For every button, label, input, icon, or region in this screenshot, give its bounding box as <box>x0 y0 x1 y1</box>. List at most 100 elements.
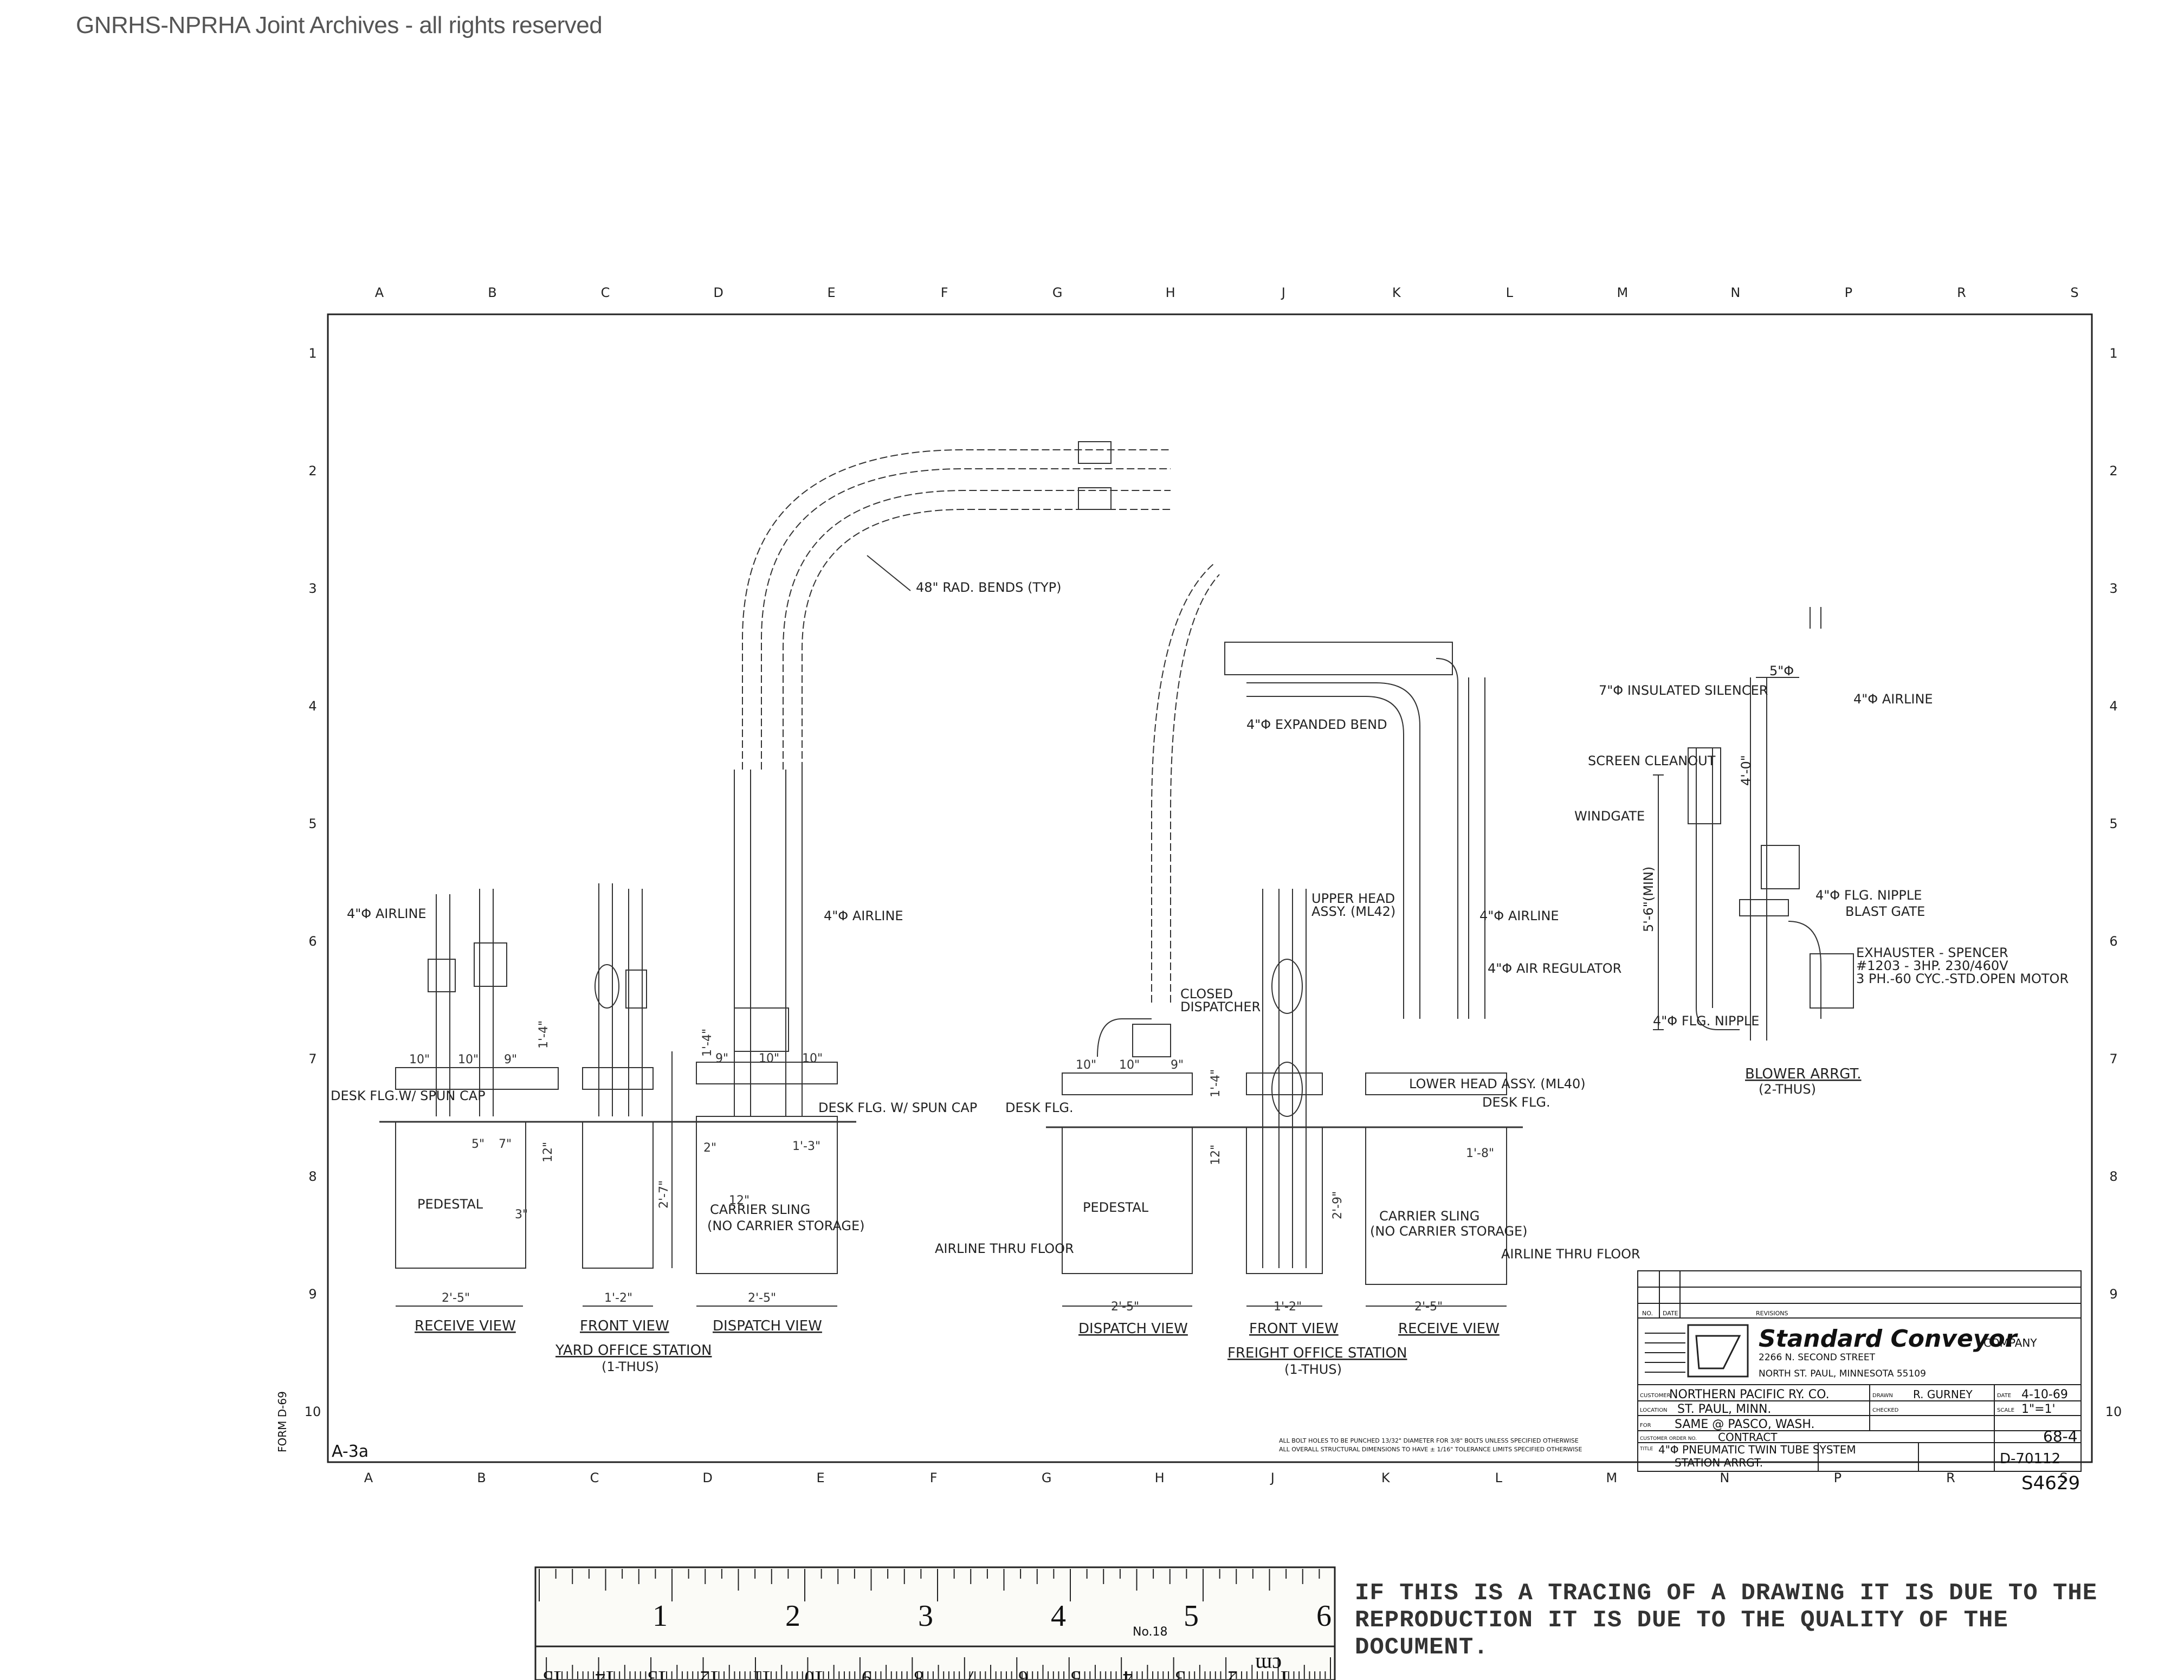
column-letter-bottom: G <box>1042 1470 1052 1485</box>
dim-text: 2'-9" <box>1331 1191 1345 1219</box>
ruler-cm-number: 15 <box>543 1667 563 1680</box>
row-number-left: 4 <box>308 699 316 714</box>
dim-text: 7" <box>499 1138 512 1151</box>
dim-text: 2'-5" <box>442 1291 470 1305</box>
column-letter-bottom: F <box>930 1470 938 1485</box>
ruler-cm-unit: cm <box>1255 1653 1282 1677</box>
dim-text: 1'-4" <box>1209 1069 1223 1097</box>
desk-flg-spun-cap-label: DESK FLG.W/ SPUN CAP <box>331 1088 486 1103</box>
checked-label: CHECKED <box>1872 1407 1899 1413</box>
airline-label-mid: 4"Φ AIRLINE <box>824 908 903 923</box>
dim-text: 10" <box>1119 1058 1140 1072</box>
column-letter-top: S <box>2070 285 2078 300</box>
column-letter-bottom: E <box>817 1470 825 1485</box>
ruler-cm-number: 2 <box>1227 1667 1237 1680</box>
column-letter-top: B <box>488 285 496 300</box>
bolt-note-1: ALL BOLT HOLES TO BE PUNCHED 13/32" DIAM… <box>1279 1437 1579 1444</box>
no-carrier-storage-label: (NO CARRIER STORAGE) <box>707 1218 865 1233</box>
dim-text: 10" <box>759 1052 779 1065</box>
date-label: DATE <box>1997 1393 2011 1399</box>
ruler-model: No.18 <box>1133 1625 1168 1639</box>
ruler-cm-number: 11 <box>753 1667 772 1680</box>
row-number-right: 2 <box>2109 463 2117 479</box>
row-number-left: 7 <box>308 1051 316 1067</box>
ruler-cm-number: 10 <box>804 1667 824 1680</box>
column-letter-top: E <box>828 285 836 300</box>
rev-header-no: NO. <box>1642 1310 1653 1317</box>
order-label: CUSTOMER ORDER NO. <box>1640 1436 1697 1442</box>
scale-value: 1"=1' <box>2021 1403 2056 1416</box>
company-name: Standard Conveyor <box>1759 1325 2018 1353</box>
column-letter-bottom: B <box>477 1470 486 1485</box>
dim-text: 10" <box>409 1053 430 1067</box>
customer-label: CUSTOMER <box>1640 1393 1671 1399</box>
exhauster-label-2: #1203 - 3HP. 230/460V <box>1856 958 2008 973</box>
airline-blower-label: 4"Φ AIRLINE <box>1853 692 1933 707</box>
row-number-left: 1 <box>308 346 316 361</box>
column-letter-top: K <box>1392 285 1401 300</box>
sheet-reference: A-3a <box>332 1442 369 1461</box>
row-number-left: 9 <box>308 1287 316 1302</box>
column-letter-bottom: S <box>2059 1470 2067 1485</box>
title-block-text: NO. DATE REVISIONS Standard Conveyor COM… <box>1639 1310 2078 1469</box>
dim-text: 12" <box>729 1194 749 1207</box>
sheet-frame <box>327 313 2093 1463</box>
row-number-right: 10 <box>2105 1404 2122 1419</box>
dispatch-view-caption-left: DISPATCH VIEW <box>713 1318 822 1334</box>
five-phi-label: 5"Φ <box>1769 663 1794 679</box>
front-view-caption-right: FRONT VIEW <box>1249 1321 1339 1337</box>
closed-dispatcher-label-2: DISPATCHER <box>1180 999 1261 1015</box>
carrier-sling-label-right: CARRIER SLING <box>1379 1209 1479 1224</box>
ruler-cm-number: 6 <box>1018 1667 1028 1680</box>
callouts: 48" RAD. BENDS (TYP) 4"Φ AIRLINE 4"Φ AIR… <box>331 580 2069 1262</box>
row-number-right: 1 <box>2109 346 2117 361</box>
blast-gate-label: BLAST GATE <box>1845 904 1925 919</box>
dim-text: 12" <box>1209 1145 1223 1165</box>
order-value: CONTRACT <box>1718 1431 1778 1444</box>
exhauster-label-3: 3 PH.-60 CYC.-STD.OPEN MOTOR <box>1856 971 2069 986</box>
blower-arrangement <box>1653 607 1854 1041</box>
drawing-number: D-70112 <box>2000 1451 2060 1467</box>
airline-label-left: 4"Φ AIRLINE <box>347 906 427 921</box>
dim-text: 9" <box>715 1052 728 1065</box>
air-regulator-label: 4"Φ AIR REGULATOR <box>1488 961 1621 976</box>
row-number-left: 6 <box>308 934 316 949</box>
ruler-inch-number: 6 <box>1316 1599 1332 1633</box>
column-letter-bottom: P <box>1834 1470 1841 1485</box>
column-letter-top: F <box>941 285 948 300</box>
bolt-note-2: ALL OVERALL STRUCTURAL DIMENSIONS TO HAV… <box>1279 1446 1582 1453</box>
date-value: 4-10-69 <box>2021 1388 2068 1401</box>
sheet-code: 68-4 <box>2043 1427 2078 1445</box>
row-number-right: 5 <box>2109 816 2117 831</box>
receive-view-caption-right: RECEIVE VIEW <box>1398 1321 1500 1337</box>
ruler-cm-number: 12 <box>700 1667 720 1680</box>
flg-nipple-top-label: 4"Φ FLG. NIPPLE <box>1815 888 1922 903</box>
min-dimension-label: 5'-6"(MIN) <box>1641 867 1656 932</box>
expanded-bend-label: 4"Φ EXPANDED BEND <box>1246 717 1387 732</box>
dim-text: 1'-2" <box>1274 1300 1302 1314</box>
yard-office-station-caption: YARD OFFICE STATION <box>555 1342 712 1359</box>
dim-text: 1'-3" <box>792 1140 820 1153</box>
column-letter-bottom: H <box>1155 1470 1165 1485</box>
freight-office-station-caption: FREIGHT OFFICE STATION <box>1227 1345 1407 1361</box>
upper-head-label: UPPER HEAD <box>1311 891 1395 906</box>
customer-value: NORTHERN PACIFIC RY. CO. <box>1669 1388 1830 1401</box>
form-number: FORM D-69 <box>276 1391 289 1452</box>
column-letter-bottom: N <box>1720 1470 1729 1485</box>
column-letter-top: A <box>375 285 384 300</box>
row-number-left: 3 <box>308 581 316 596</box>
title-block <box>1637 1270 2082 1472</box>
quality-disclaimer-stamp: IF THIS IS A TRACING OF A DRAWING IT IS … <box>1355 1580 2108 1661</box>
pedestal-label-right: PEDESTAL <box>1083 1200 1149 1215</box>
desk-flg-label-right: DESK FLG. <box>1482 1095 1550 1110</box>
column-letter-bottom: J <box>1270 1470 1275 1485</box>
column-letter-bottom: D <box>702 1470 712 1485</box>
freight-office-station <box>1046 563 1523 1307</box>
dim-text: 9" <box>1171 1058 1184 1072</box>
stamp-line-1: IF THIS IS A TRACING OF A DRAWING IT IS … <box>1355 1580 2098 1607</box>
ruler-cm-number: 4 <box>1123 1667 1133 1680</box>
